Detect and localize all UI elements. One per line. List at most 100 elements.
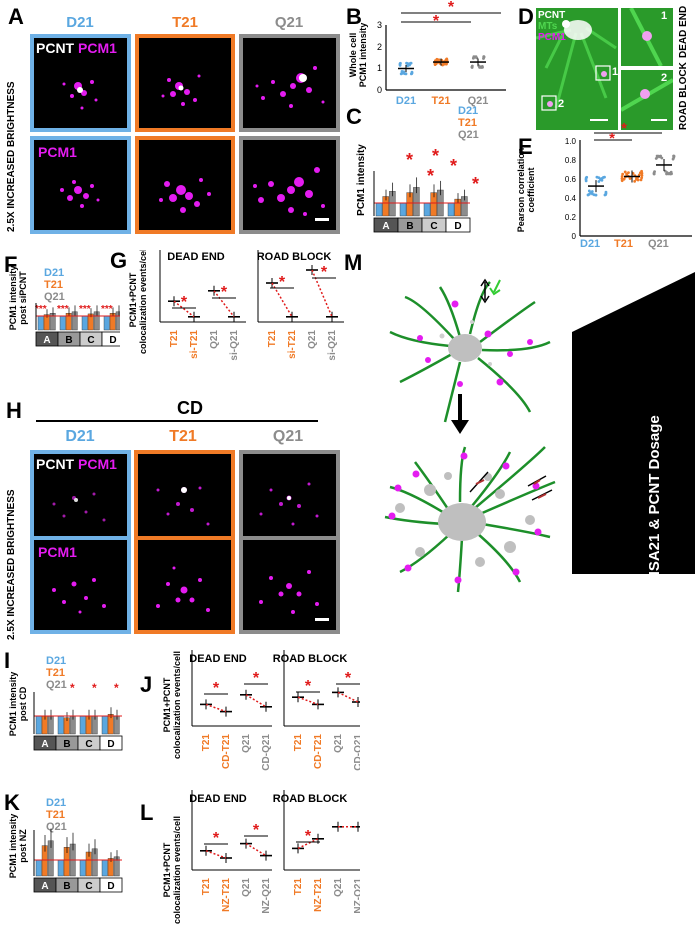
x-tick-label: Q21	[307, 330, 318, 349]
x-tick-label: si-T21	[287, 330, 298, 359]
chart-b-ylabel1: Whole cell	[348, 33, 358, 78]
chart-e-xtick: Q21	[648, 238, 669, 250]
bar	[101, 715, 108, 735]
chart-c-ylabel: PCM1 intensity	[356, 144, 367, 216]
scatter-point	[640, 176, 644, 180]
inset-1-dead-end: 1	[621, 7, 673, 67]
chart-e-xtick: D21	[580, 238, 601, 250]
micrograph-puncta	[60, 180, 100, 208]
chart-i-ylabel2: post CD	[18, 686, 28, 721]
channel-label-pcm1: PCM1	[538, 32, 566, 43]
scatter-point	[637, 173, 641, 177]
label-dead-end: DEAD END	[678, 6, 689, 58]
header-d21-a: D21	[66, 14, 94, 31]
channel-label-pcnt: PCNT	[538, 10, 566, 21]
change-line	[213, 290, 235, 318]
bar	[115, 311, 120, 331]
bar	[423, 202, 431, 217]
bar	[57, 715, 64, 735]
significance-star: *	[92, 681, 97, 695]
chart-g-ylabel1: PCM1+PCNT	[128, 272, 138, 327]
channel-label-pcm1: PCM1	[78, 40, 117, 56]
legend-q21: Q21	[46, 821, 67, 833]
diagram-cell-elevated	[384, 446, 556, 593]
legend-t21: T21	[46, 809, 65, 821]
scatter-point	[433, 63, 437, 66]
inset-label-2: 2	[661, 72, 668, 84]
scatter-point	[628, 177, 632, 180]
category-label: A	[41, 739, 48, 750]
panel-label-a: A	[8, 4, 24, 29]
x-tick-label: Q21	[241, 734, 252, 753]
x-tick-label: si-T21	[189, 330, 200, 359]
chart-e-ytick: 0.2	[565, 213, 577, 222]
change-line	[297, 696, 319, 706]
bar	[81, 315, 88, 331]
change-line	[245, 694, 267, 708]
chart-j-ylabel2: colocalization events/cell	[172, 651, 182, 759]
significance-star: *	[427, 166, 434, 186]
panel-label-h: H	[6, 398, 22, 423]
bar	[447, 202, 455, 217]
bar	[399, 202, 407, 217]
chart-l-ylabel1: PCM1+PCNT	[162, 842, 172, 897]
chart-e-ylabel1: Pearson correlation	[516, 148, 526, 233]
scatter-point	[584, 179, 588, 183]
micrograph-h-d21-merge: PCNT PCM1	[30, 450, 131, 548]
bar	[375, 202, 383, 217]
header-d21-h: D21	[65, 428, 95, 445]
category-box	[99, 877, 123, 893]
chart-f-ylabel1: PCM1 intensity	[8, 266, 18, 331]
bar	[79, 859, 86, 877]
dead-end-title: DEAD END	[167, 251, 225, 263]
scatter-point	[481, 65, 484, 69]
scatter-point	[640, 169, 644, 173]
panel-label-f: F	[4, 252, 18, 277]
chart-k-ylabel2: post NZ	[18, 829, 28, 863]
channel-label-pcnt: PCNT	[36, 456, 75, 472]
category-box	[445, 217, 471, 233]
scatter-point	[587, 189, 591, 193]
scatter-point	[470, 66, 474, 69]
header-q21-a: Q21	[274, 14, 304, 31]
significance-stars: ***	[57, 304, 69, 315]
legend-d21: D21	[44, 267, 64, 279]
scatter-point	[633, 179, 637, 183]
micrograph-a-d21-merge: PCNT PCM1	[30, 34, 131, 132]
scale-bar	[315, 218, 329, 221]
micrograph-h-d21-pcm1: PCM1	[30, 536, 131, 634]
x-tick-label: T21	[293, 734, 304, 752]
micrograph-a-d21-pcm1: PCM1	[30, 136, 131, 234]
scatter-point	[410, 70, 414, 74]
panel-label-g: G	[110, 248, 128, 273]
legend-q21: Q21	[44, 291, 65, 303]
inset-label-1: 1	[612, 66, 618, 78]
channel-label-pcm1: PCM1	[78, 456, 117, 472]
panel-label-k: K	[4, 790, 20, 815]
chart-l: PCM1+PCNT colocalization events/cell DEA…	[162, 790, 360, 924]
significance-star: *	[279, 274, 286, 291]
label-block: BLOCK	[678, 62, 689, 98]
panel-label-m: M	[344, 250, 363, 275]
road-block-title: ROAD BLOCK	[273, 793, 348, 805]
chart-e-ytick: 0.6	[565, 175, 577, 184]
bar	[37, 315, 44, 331]
scatter-point	[600, 178, 604, 182]
category-label: A	[382, 221, 389, 232]
significance-star: *	[406, 150, 413, 170]
significance-star: *	[609, 130, 615, 147]
micrograph-puncta	[156, 486, 210, 526]
significance-star: *	[213, 830, 220, 847]
legend-d21: D21	[458, 105, 478, 117]
category-label: A	[41, 881, 48, 892]
micrograph-d: PCNT MTs PCM1 1 2	[536, 8, 618, 130]
change-line	[337, 691, 359, 703]
panel-label-e: E	[518, 134, 533, 159]
inset-label-2: 2	[558, 98, 565, 110]
category-label: B	[63, 881, 70, 892]
dead-end-title: DEAD END	[189, 653, 247, 665]
category-label: D	[109, 335, 116, 346]
significance-star: *	[321, 264, 328, 281]
chart-e-ylabel2: coefficient	[526, 167, 536, 212]
